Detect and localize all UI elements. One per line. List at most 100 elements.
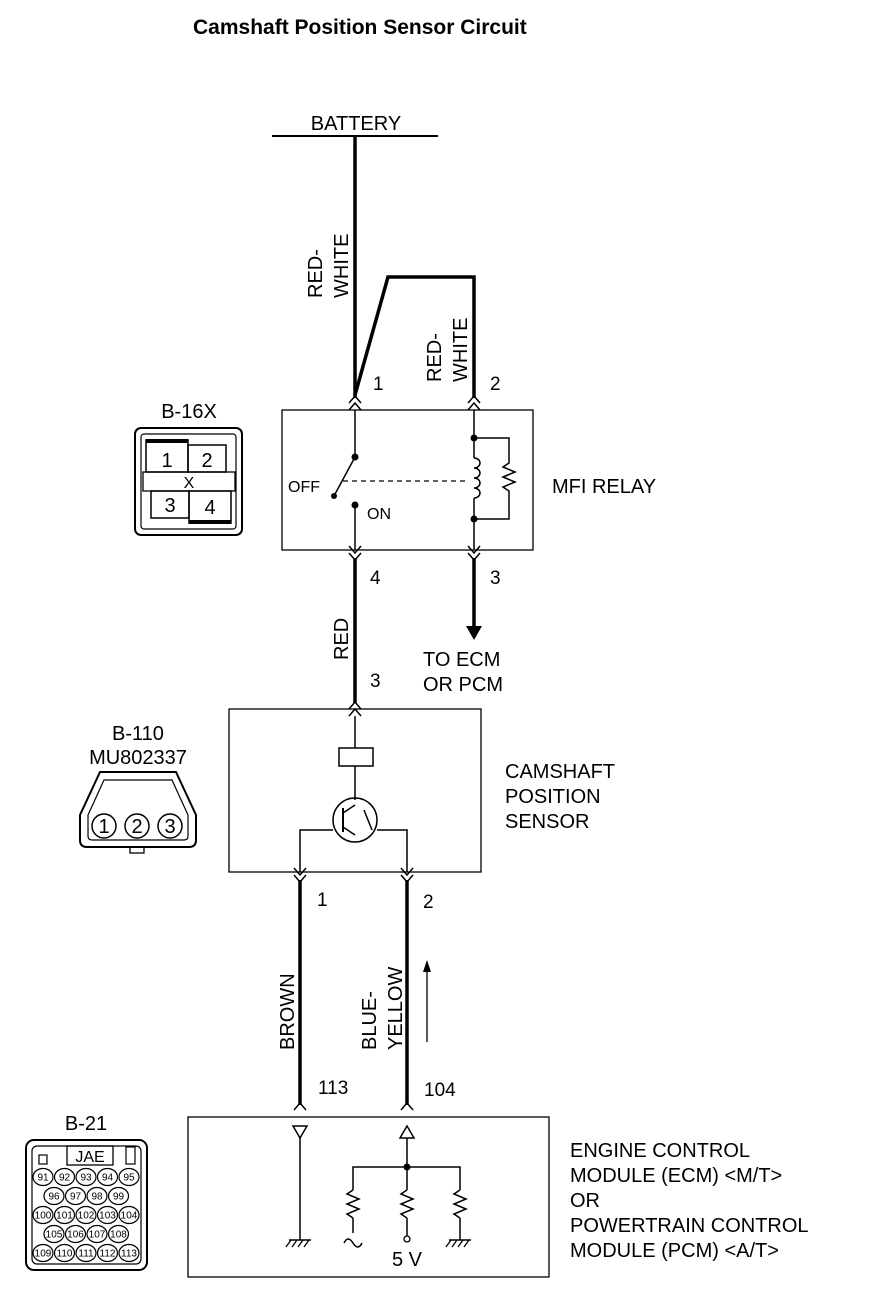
wire-label-blue-yellow: BLUE- YELLOW [359,967,407,1050]
connector-cell [96,1205,119,1225]
connector-cell [91,813,117,839]
connector-mark [348,707,362,717]
ecm-pin-104: 104 [424,1080,456,1101]
relay-pin-4: 4 [370,568,381,589]
mfi-relay-label: MFI RELAY [552,476,656,498]
connector-pin: 93 [80,1173,92,1184]
wire-label-text: WHITE [331,234,353,298]
connector-cell [64,1186,87,1206]
connector-mark [348,394,362,404]
connector-cell [118,1205,140,1225]
ecm-pin-113: 113 [318,1078,348,1099]
wire-label-text: RED [331,618,353,660]
relay-pin-3: 3 [490,568,501,589]
connector-pin: 100 [35,1211,52,1222]
connector-cell [107,1186,130,1206]
transistor-leg [363,809,373,831]
resistor-icon [345,1189,361,1219]
connector-pin: 91 [37,1173,49,1184]
connector-pin: 4 [204,497,215,519]
connector-pin: 3 [164,816,175,838]
connector-cell [157,813,183,839]
sensor-name: CAMSHAFT [505,761,615,783]
sensor-wire-left [299,829,333,872]
ground-icon [285,1239,311,1248]
connector-b16x-label: B-16X [161,401,217,423]
connector-cell [43,1186,65,1206]
battery-label: BATTERY [311,113,401,135]
connector-pin: 103 [99,1211,116,1222]
wire-label-red: RED [331,618,353,660]
wire-label-red-white-1: RED- WHITE [305,234,353,298]
connector-mark [467,394,481,404]
sensor-wire-right [377,829,408,872]
connector-pin: 95 [123,1173,135,1184]
connector-cell [53,1205,76,1225]
connector-pin: 110 [57,1249,73,1260]
connector-outline [25,1139,148,1271]
wire-relay2 [353,275,476,398]
connector-pin: 108 [110,1230,127,1241]
arrow-up-icon [423,960,431,972]
connector-pin: 1 [161,450,172,472]
ecm-name: MODULE (PCM) <A/T> [570,1240,779,1262]
connector-mark [348,700,362,710]
connector-cell [64,1224,87,1244]
connector-b110: B-110 MU802337 1 2 3 [79,723,197,854]
connector-pin: 94 [102,1173,114,1184]
transistor-leg [342,804,356,814]
connector-mark [348,545,362,555]
relay-pin-2: 2 [490,374,501,395]
connector-mark [400,1101,414,1111]
voltage-terminal-icon [403,1235,411,1243]
connector-b21-label: B-21 [65,1113,107,1135]
diagram-title: Camshaft Position Sensor Circuit [193,16,527,39]
connector-cell [53,1167,76,1187]
connector-pin: 98 [91,1192,103,1203]
wire-label-red-white-2: RED- WHITE [424,318,472,382]
connector-pin: 109 [35,1249,52,1260]
to-ecm-label: TO ECM [423,649,500,671]
relay-resistor-icon [474,437,517,520]
relay-switch-blade [333,456,356,497]
connector-b110-label: B-110 [112,723,164,745]
connector-cell [86,1186,108,1206]
connector-cell [32,1243,54,1263]
connector-cell [107,1224,130,1244]
connector-mark [293,867,307,877]
connector-label-box [66,1145,114,1166]
transistor-icon [332,797,378,843]
connector-b21-brand: JAE [75,1149,104,1166]
connector-cell [118,1167,140,1187]
connector-cell [124,813,150,839]
to-ecm-label: OR PCM [423,674,503,696]
ecm-input-right-icon [398,1124,416,1139]
sensor-name: POSITION [505,786,601,808]
sensor-pin-1: 1 [317,890,328,911]
connector-pin: 113 [121,1249,137,1260]
hall-element-icon [338,747,374,767]
ground-icon [445,1239,471,1248]
ecm-name: ENGINE CONTROL [570,1140,750,1162]
arrow-down-icon [466,626,482,640]
connector-pin: 3 [164,495,175,517]
connector-mark [467,545,481,555]
connector-mark [348,401,362,411]
connector-pin: 106 [67,1230,84,1241]
connector-cell [43,1224,65,1244]
sensor-pin-2: 2 [423,892,434,913]
connector-b16x: B-16X 1 2 X 3 4 [134,401,243,536]
connector-pin: 2 [131,816,142,838]
connector-cell [118,1243,140,1263]
connector-cell [75,1205,97,1225]
connector-key [125,1146,136,1165]
connector-pin: 92 [59,1173,71,1184]
connector-pin: 105 [46,1230,63,1241]
connector-pin: 102 [78,1211,95,1222]
connector-key [38,1154,48,1165]
connector-cell [86,1224,108,1244]
ecm-voltage-label: 5 V [392,1249,423,1271]
